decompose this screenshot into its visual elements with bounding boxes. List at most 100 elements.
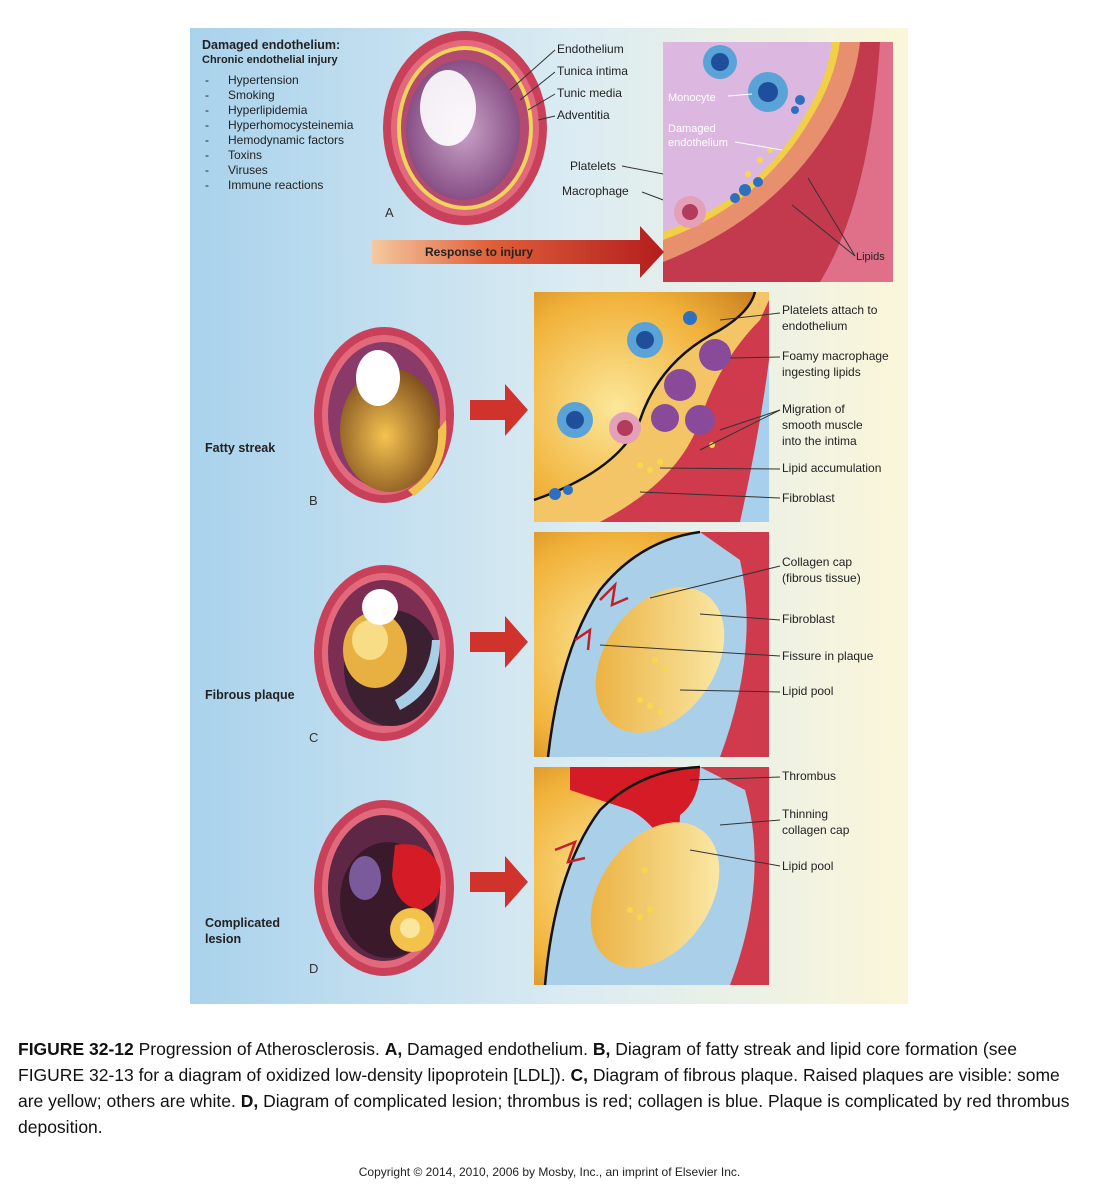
stage-label-fibrous-plaque: Fibrous plaque xyxy=(205,688,295,702)
caption-figure-number: FIGURE 32-12 xyxy=(18,1039,134,1059)
panel-a-subheading: Chronic endothelial injury xyxy=(202,54,339,66)
cause-item: Viruses xyxy=(228,163,268,177)
leader-line xyxy=(527,93,556,111)
stage-label-complicated: Complicated xyxy=(205,916,280,930)
leader-line xyxy=(679,689,781,693)
cause-dash: - xyxy=(205,103,209,117)
layer-label-adventitia: Adventitia xyxy=(557,108,610,122)
caption-key: D, xyxy=(240,1091,259,1111)
response-arrow-label: Response to injury xyxy=(425,245,533,259)
leader-line xyxy=(689,776,781,781)
label-platelets-attach: endothelium xyxy=(782,319,847,333)
panel-d-letter: D xyxy=(309,961,318,976)
label-thinning-cap: Thinning xyxy=(782,807,828,821)
label-foamy-macrophage: Foamy macrophage xyxy=(782,349,889,363)
cause-dash: - xyxy=(205,178,209,192)
label-fissure: Fissure in plaque xyxy=(782,649,874,663)
detail-c xyxy=(534,530,769,758)
detail-d xyxy=(534,765,769,986)
label-endothelium: endothelium xyxy=(668,137,728,149)
label-migration: smooth muscle xyxy=(782,418,863,432)
label-lipid-accumulation: Lipid accumulation xyxy=(782,461,881,475)
leader-line xyxy=(537,115,556,121)
label-foamy-macrophage: ingesting lipids xyxy=(782,365,861,379)
leader-line xyxy=(519,71,556,101)
panel-d: Complicated lesion D Thrombus Thinning c… xyxy=(205,765,850,986)
label-platelets: Platelets xyxy=(570,159,616,173)
label-monocyte: Monocyte xyxy=(668,92,716,104)
cause-item: Hemodynamic factors xyxy=(228,133,344,147)
panel-a: Damaged endothelium: Chronic endothelial… xyxy=(202,31,893,282)
detail-b xyxy=(533,291,769,522)
cause-dash: - xyxy=(205,148,209,162)
leader-line xyxy=(699,613,781,621)
arrow-d xyxy=(470,856,528,908)
cause-dash: - xyxy=(205,133,209,147)
layer-label-tunica-intima: Tunica intima xyxy=(557,64,628,78)
leader-line xyxy=(599,644,781,657)
atherosclerosis-figure: Damaged endothelium: Chronic endothelial… xyxy=(190,28,908,1004)
caption-key: C, xyxy=(570,1065,588,1085)
panel-a-letter: A xyxy=(385,205,394,220)
leader-line xyxy=(689,849,781,867)
layer-label-tunic-media: Tunic media xyxy=(557,86,622,100)
leader-line xyxy=(734,141,783,151)
label-thinning-cap: collagen cap xyxy=(782,823,850,837)
leader-line xyxy=(727,93,753,97)
stage-label-lesion: lesion xyxy=(205,932,241,946)
leader-line xyxy=(719,409,781,431)
label-migration: into the intima xyxy=(782,434,857,448)
label-collagen-cap: (fibrous tissue) xyxy=(782,571,861,585)
panel-c: Fibrous plaque C Collagen cap (fibrous t… xyxy=(205,530,874,758)
leader-line xyxy=(659,467,781,470)
leader-line xyxy=(509,49,556,91)
label-migration: Migration of xyxy=(782,402,845,416)
cause-dash: - xyxy=(205,118,209,132)
detail-a xyxy=(663,42,893,282)
artery-d xyxy=(314,800,454,976)
panel-c-letter: C xyxy=(309,730,318,745)
artery-a xyxy=(383,31,547,225)
leader-line xyxy=(729,356,781,359)
caption-key: B, xyxy=(592,1039,611,1059)
leader-line xyxy=(719,312,781,321)
cause-item: Hyperhomocysteinemia xyxy=(228,118,354,132)
label-macrophage: Macrophage xyxy=(562,184,629,198)
cause-item: Hyperlipidemia xyxy=(228,103,308,117)
artery-b xyxy=(314,327,454,503)
panel-b: Fatty streak B xyxy=(205,291,889,522)
arrow-b xyxy=(470,384,528,436)
label-fibroblast: Fibroblast xyxy=(782,491,835,505)
cause-item: Toxins xyxy=(228,148,262,162)
leader-line xyxy=(639,491,781,499)
label-platelets-attach: Platelets attach to xyxy=(782,303,878,317)
arrow-c xyxy=(470,616,528,668)
figure-caption: FIGURE 32-12 Progression of Atherosclero… xyxy=(18,1036,1078,1140)
label-lipid-pool: Lipid pool xyxy=(782,684,833,698)
leader-line xyxy=(649,565,781,599)
leader-line xyxy=(807,177,856,257)
layer-label-endothelium: Endothelium xyxy=(557,42,624,56)
label-fibroblast: Fibroblast xyxy=(782,612,835,626)
cause-item: Hypertension xyxy=(228,73,299,87)
stage-label-fatty-streak: Fatty streak xyxy=(205,441,275,455)
cause-dash: - xyxy=(205,88,209,102)
caption-text: Diagram of complicated lesion; thrombus … xyxy=(18,1091,1070,1137)
label-lipid-pool: Lipid pool xyxy=(782,859,833,873)
cause-dash: - xyxy=(205,73,209,87)
caption-text: Diagram of fibrous plaque. Raised plaque… xyxy=(18,1065,1060,1111)
artery-c xyxy=(314,565,454,741)
caption-text: Diagram of fatty streak and lipid core f… xyxy=(18,1039,1017,1085)
leader-line xyxy=(791,204,856,257)
cause-list: - Hypertension - Smoking - Hyperlipidemi… xyxy=(205,73,354,192)
label-thrombus: Thrombus xyxy=(782,769,836,783)
copyright-notice: Copyright © 2014, 2010, 2006 by Mosby, I… xyxy=(358,1165,741,1179)
panel-a-heading: Damaged endothelium: xyxy=(202,38,340,52)
caption-key: A, xyxy=(384,1039,403,1059)
cause-dash: - xyxy=(205,163,209,177)
label-lipids: Lipids xyxy=(856,251,885,263)
label-damaged: Damaged xyxy=(668,123,716,135)
panel-b-letter: B xyxy=(309,493,318,508)
leader-line xyxy=(699,409,781,451)
leader-line xyxy=(719,819,781,826)
